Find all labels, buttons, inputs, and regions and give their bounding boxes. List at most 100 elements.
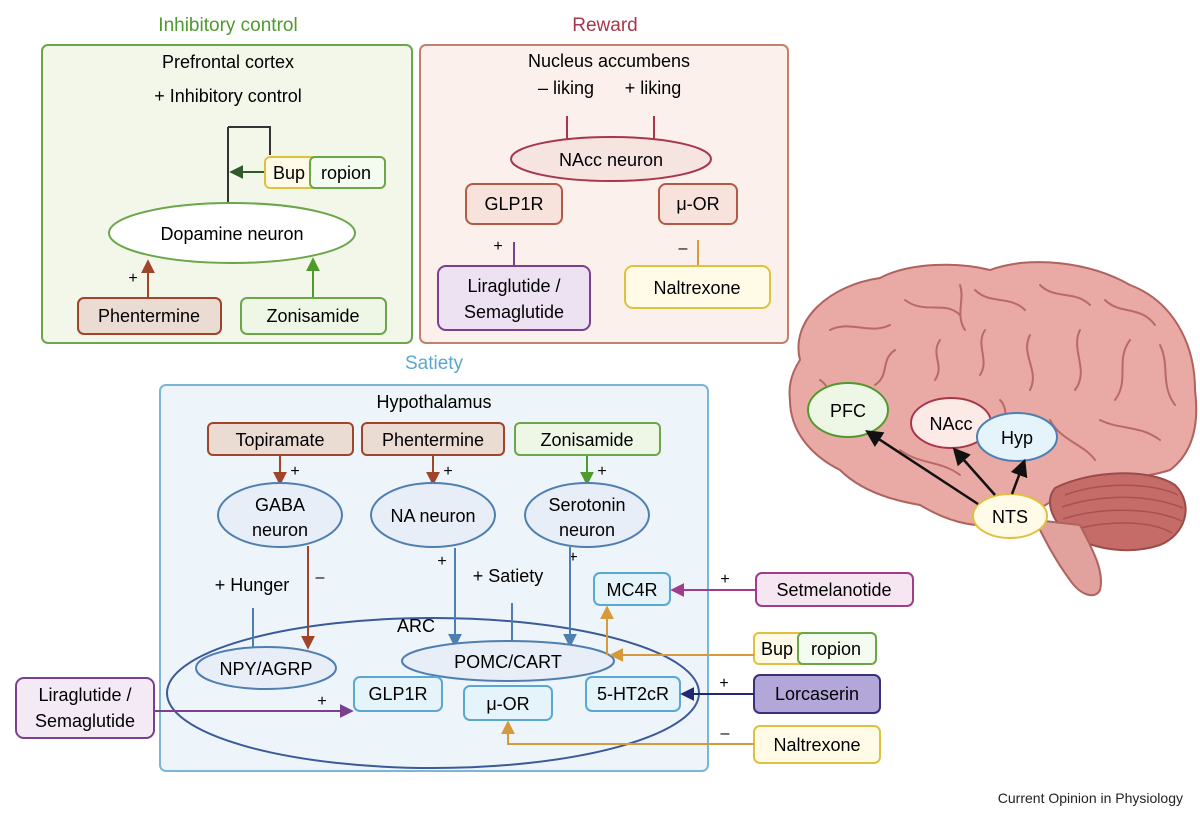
naltrexone-box-reward [624, 265, 771, 309]
na-neuron-label: NA neuron [390, 506, 475, 526]
liraglutide-box-reward [437, 265, 591, 331]
zonisamide-label-satiety: Zonisamide [540, 430, 633, 450]
gaba-line2: neuron [252, 520, 308, 540]
hunger-label: + Hunger [215, 575, 290, 595]
dopamine-output-line [227, 126, 271, 205]
zonisamide-box-satiety [514, 422, 661, 456]
satiety-title: Satiety [405, 353, 464, 374]
nts-to-pfc-arrow [865, 430, 979, 506]
5ht2cr-receptor [585, 676, 681, 712]
phentermine-label-satiety: Phentermine [382, 430, 484, 450]
nts-to-nacc-arrow [952, 447, 996, 496]
serotonin-plus-sign: + [568, 549, 577, 566]
prefrontal-cortex-label: Prefrontal cortex [162, 52, 294, 72]
nucleus-accumbens-label: Nucleus accumbens [528, 51, 690, 71]
phentermine-box-satiety [361, 422, 505, 456]
topiramate-plus-sign: + [290, 463, 299, 480]
bupropion-external-part-a: Bup [761, 639, 793, 659]
mu-or-receptor-satiety [463, 685, 553, 721]
hypothalamus-label: Hypothalamus [376, 392, 491, 412]
inhibitory-title: Inhibitory control [158, 15, 297, 36]
glp1r-receptor-satiety [353, 676, 443, 712]
phentermine-box-inhibitory [77, 297, 222, 335]
minus-liking-label: – liking [538, 78, 594, 98]
mu-or-receptor-reward [658, 183, 738, 225]
bupropion-box-external: Bup ropion [753, 632, 877, 665]
brain-stem [1033, 518, 1102, 597]
hyp-label: Hyp [1001, 428, 1033, 448]
gaba-minus-sign: – [316, 569, 325, 586]
arc-label: ARC [397, 616, 435, 636]
glp1r-label-satiety: GLP1R [368, 684, 427, 704]
liraglutide-plus-external: + [317, 693, 326, 710]
naltrexone-label-external: Naltrexone [773, 735, 860, 755]
lorcaserin-label: Lorcaserin [775, 684, 859, 704]
na-neuron [370, 482, 496, 548]
nts-region [972, 493, 1048, 539]
glp1r-receptor-reward [465, 183, 563, 225]
topiramate-box [207, 422, 354, 456]
liraglutide-line2-reward: Semaglutide [464, 302, 564, 322]
phentermine-label-inhibitory: Phentermine [98, 306, 200, 326]
naltrexone-to-mu-or-arrow [501, 720, 754, 745]
serotonin-neuron [524, 482, 650, 548]
naltrexone-minus-sign: – [679, 240, 688, 257]
naltrexone-label-reward: Naltrexone [653, 278, 740, 298]
phentermine-plus-sign: + [128, 270, 137, 287]
nts-label: NTS [992, 507, 1028, 527]
nacc-neuron-label: NAcc neuron [559, 150, 663, 170]
serotonin-line2: neuron [559, 520, 615, 540]
bupropion-box-inhibitory: Bup ropion [264, 156, 386, 189]
mc4r-label: MC4R [606, 580, 657, 600]
phentermine-plus-sign-satiety: + [443, 463, 452, 480]
footer-credit: Current Opinion in Physiology [998, 790, 1183, 806]
liraglutide-line1-external: Liraglutide / [38, 685, 131, 705]
na-plus-sign: + [437, 553, 446, 570]
plus-liking-label: + liking [625, 78, 682, 98]
mc4r-receptor [593, 572, 671, 606]
zonisamide-label-inhibitory: Zonisamide [266, 306, 359, 326]
gaba-line1: GABA [255, 495, 305, 515]
reward-panel: Reward Nucleus accumbens – liking + liki… [419, 15, 789, 344]
setmelanotide-plus-sign: + [720, 571, 729, 588]
external-drugs: Liraglutide / Semaglutide + Setmelanotid… [15, 571, 914, 764]
dopamine-neuron [108, 202, 356, 264]
liraglutide-plus-sign: + [493, 238, 502, 255]
brain-sulci [819, 284, 1176, 476]
mu-or-label-reward: μ-OR [676, 194, 719, 214]
satiety-effect-label: + Satiety [473, 566, 544, 586]
satiety-panel: Satiety Hypothalamus Topiramate Phenterm… [159, 353, 709, 772]
brain-illustration: PFC NAcc Hyp NTS [788, 261, 1198, 597]
pomc-cart-label: POMC/CART [454, 652, 562, 672]
liraglutide-line1-reward: Liraglutide / [467, 276, 560, 296]
liraglutide-line2-external: Semaglutide [35, 711, 135, 731]
inhibitory-control-panel: Inhibitory control Prefrontal cortex + I… [41, 15, 413, 344]
inhibitory-effect-label: + Inhibitory control [154, 86, 302, 106]
dopamine-neuron-label: Dopamine neuron [160, 224, 303, 244]
serotonin-line1: Serotonin [548, 495, 625, 515]
topiramate-label: Topiramate [235, 430, 324, 450]
nacc-neuron [510, 136, 712, 182]
zonisamide-box-inhibitory [240, 297, 387, 335]
naltrexone-minus-sign: – [721, 725, 730, 742]
nacc-label: NAcc [929, 414, 972, 434]
5ht2cr-label: 5-HT2cR [597, 684, 669, 704]
bupropion-part-b: ropion [321, 163, 371, 183]
reward-title: Reward [572, 15, 637, 36]
npy-agrp-label: NPY/AGRP [219, 659, 312, 679]
bupropion-part-a: Bup [273, 163, 305, 183]
setmelanotide-label: Setmelanotide [776, 580, 891, 600]
npy-agrp-neuron [195, 646, 337, 690]
pfc-label: PFC [830, 401, 866, 421]
lorcaserin-plus-sign: + [719, 675, 728, 692]
cerebellum-folia [1061, 484, 1184, 534]
bupropion-external-part-b: ropion [811, 639, 861, 659]
glp1r-label-reward: GLP1R [484, 194, 543, 214]
liraglutide-box-external [15, 677, 155, 739]
mu-or-label-satiety: μ-OR [486, 694, 529, 714]
nts-to-hyp-arrow [1010, 458, 1028, 495]
gaba-neuron [217, 482, 343, 548]
zonisamide-plus-sign-satiety: + [597, 463, 606, 480]
pfc-region [807, 382, 889, 438]
